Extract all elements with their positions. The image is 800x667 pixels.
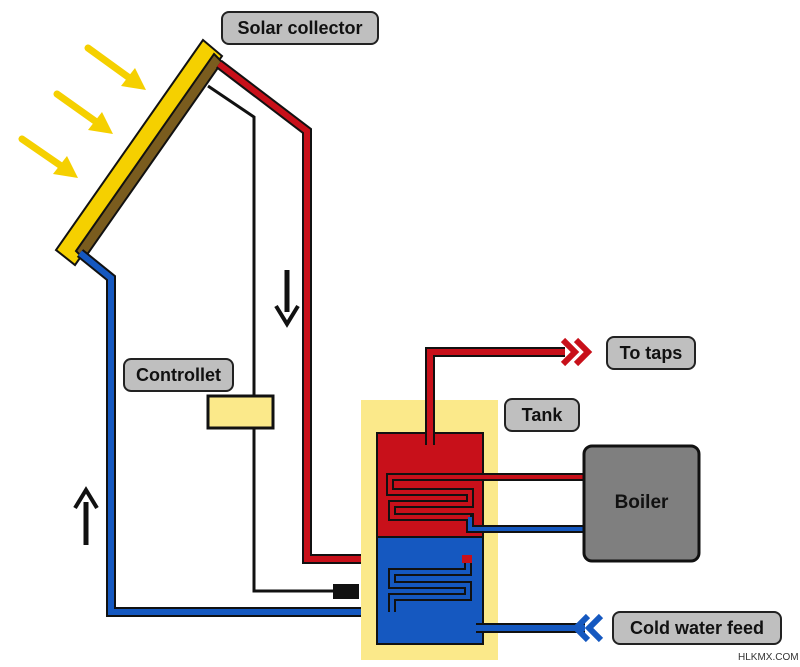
boiler-label: Boiler — [614, 492, 669, 513]
to-taps-label: To taps — [606, 336, 696, 370]
sun-ray-arrow — [53, 90, 106, 130]
tank — [361, 400, 584, 660]
boiler-coil-inner — [388, 475, 584, 519]
sun-ray-arrow-head — [121, 68, 146, 90]
cold-feed-pipe — [476, 613, 604, 643]
sun-rays — [18, 44, 146, 178]
watermark: HLKMX.COM — [738, 652, 799, 663]
solar-collector — [54, 38, 224, 267]
sun-ray-arrow-head — [88, 112, 113, 134]
double-chevron-left — [571, 613, 604, 643]
sensor-wire — [207, 84, 359, 599]
tank-label: Tank — [504, 398, 580, 432]
sun-ray-arrow — [18, 135, 71, 174]
solar-coil-inner — [390, 559, 470, 612]
controller-label: Controllet — [123, 358, 234, 392]
double-chevron-right — [560, 337, 593, 367]
to-taps-pipe — [425, 337, 593, 445]
boiler-box — [582, 444, 701, 563]
solar-collector-label: Solar collector — [221, 11, 379, 45]
flow-down-arrow — [274, 304, 300, 328]
collector-frame — [54, 38, 224, 267]
cold-water-feed-label: Cold water feed — [612, 611, 782, 645]
flow-arrows — [73, 270, 300, 545]
collector-absorber — [74, 52, 224, 261]
controller-box — [206, 394, 275, 430]
flow-up-arrow — [73, 486, 99, 510]
sun-ray-arrow-head — [53, 156, 78, 178]
cold-pipe-loop — [76, 249, 385, 617]
sun-ray-arrow — [84, 44, 139, 86]
sensor-block — [333, 584, 359, 599]
